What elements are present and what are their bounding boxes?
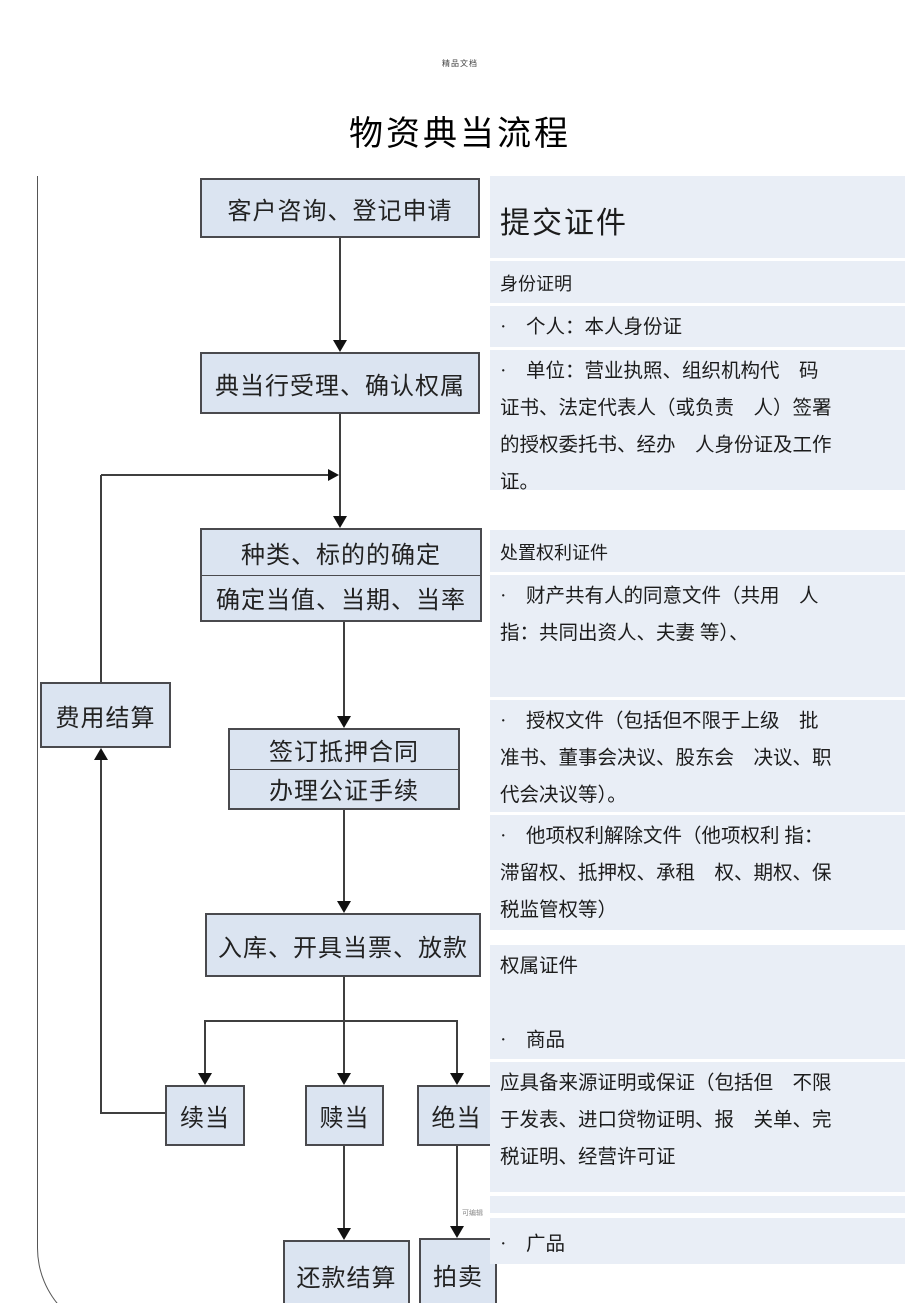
connector-step1-step2 [339, 238, 341, 340]
panel-submit-heading: 提交证件 [490, 176, 905, 258]
flow-step-loan: 入库、开具当票、放款 [205, 913, 481, 977]
panel-submit-subheading: 身份证明 [490, 261, 905, 303]
top-watermark-text: 精品文档 [442, 59, 478, 68]
flow-step-forfeit: 绝当 [417, 1085, 496, 1146]
connector-step2-step3 [339, 414, 341, 516]
arrowhead-into-step5 [337, 901, 351, 913]
flow-step-repay: 还款结算 [283, 1240, 410, 1303]
connector-renew-fee-vertical [100, 759, 102, 1114]
panel-ownership-source: 应具备来源证明或保证（包括但 不限 于发表、进口贷物证明、报 关单、完 税证明、… [490, 1062, 905, 1192]
connector-renew-fee-horizontal [101, 1112, 165, 1114]
flow-step-determine: 种类、标的的确定 确定当值、当期、当率 [200, 528, 482, 622]
flow-step-contract-sign: 签订抵押合同 [269, 739, 419, 766]
connector-branch-forfeit [456, 1020, 458, 1074]
connector-fee-feedback-horizontal [101, 474, 328, 476]
flow-step-determine-type: 种类、标的的确定 [241, 542, 441, 569]
arrowhead-into-redeem [337, 1073, 351, 1085]
arrowhead-into-step3 [333, 516, 347, 528]
arrowhead-into-fee [94, 748, 108, 760]
flow-step-redeem: 赎当 [305, 1085, 384, 1146]
flow-step-renew: 续当 [165, 1085, 245, 1146]
arrowhead-into-forfeit [450, 1073, 464, 1085]
arrowhead-into-step2 [333, 340, 347, 352]
arrowhead-into-auction [450, 1226, 464, 1238]
arrowhead-into-repay [337, 1228, 351, 1240]
flow-step-consult: 客户咨询、登记申请 [200, 178, 480, 238]
arrowhead-feedback-into-mainline [328, 469, 339, 481]
connector-branch-horizontal [204, 1020, 458, 1022]
flow-step-determine-value: 确定当值、当期、当率 [202, 574, 480, 621]
flow-step-fee-settlement: 费用结算 [40, 682, 171, 748]
editable-watermark-text: 可编辑 [462, 1209, 483, 1217]
flow-step-contract: 签订抵押合同 办理公证手续 [228, 728, 460, 810]
connector-branch-redeem [343, 1020, 345, 1074]
panel-submit-bullet-company: · 单位：营业执照、组织机构代 码 证书、法定代表人（或负责 人）签署 的授权委… [490, 350, 905, 493]
flow-step-contract-notarize: 办理公证手续 [230, 768, 458, 809]
flow-step-accept: 典当行受理、确认权属 [200, 352, 480, 414]
arrowhead-into-step4 [337, 716, 351, 728]
connector-forfeit-auction [456, 1146, 458, 1227]
panel-disposal-bullet-release: · 他项权利解除文件（他项权利 指： 滞留权、抵押权、承租 权、期权、保 税监管… [490, 815, 905, 930]
connector-branch-renew [204, 1020, 206, 1074]
panel-ownership-heading: 权属证件 · 商品 [490, 945, 905, 1059]
connector-step4-step5 [343, 810, 345, 901]
connector-redeem-repay [343, 1146, 345, 1229]
arrowhead-into-renew [198, 1073, 212, 1085]
panel-disposal-bullet-coowner: · 财产共有人的同意文件（共用 人 指：共同出资人、夫妻 等）、 [490, 575, 905, 697]
panel-submit-bullet-personal: · 个人：本人身份证 [490, 306, 905, 347]
page-title: 物资典当流程 [349, 116, 571, 153]
flow-step-auction: 拍卖 [419, 1238, 497, 1303]
panel-disposal-bullet-authorization: · 授权文件（包括但不限于上级 批 准书、董事会决议、股东会 决议、职 代会决议… [490, 700, 905, 812]
connector-step3-step4 [343, 622, 345, 716]
connector-fee-top-vertical [100, 475, 102, 682]
connector-step5-branch [343, 977, 345, 1022]
panel-ownership-bullet-product: · 广品 [490, 1218, 905, 1264]
panel-ownership-spacer [490, 1196, 905, 1213]
panel-disposal-heading: 处置权利证件 [490, 530, 905, 572]
page-border-curve [37, 176, 125, 1303]
